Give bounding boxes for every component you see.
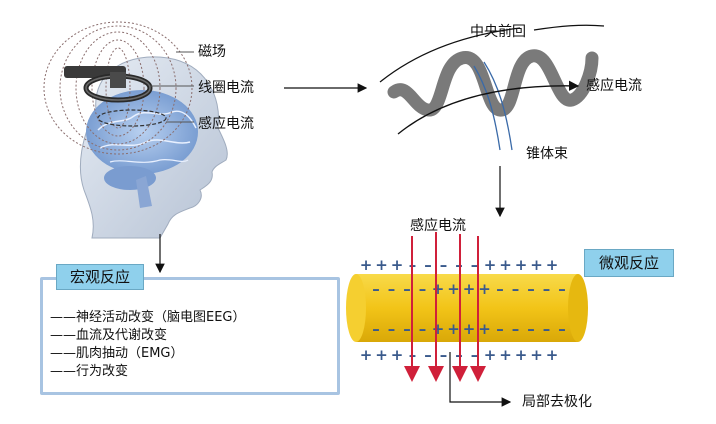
stimulation-coil <box>64 66 153 103</box>
positive-charge: + <box>360 256 373 274</box>
macro-item: ——肌肉抽动（EMG） <box>50 346 184 361</box>
negative-charge: – <box>403 320 411 338</box>
positive-charge: + <box>484 346 497 364</box>
positive-charge: + <box>391 346 404 364</box>
brainstem <box>136 176 152 208</box>
label-induced-current-axon: 感应电流 <box>410 218 466 234</box>
negative-charge: – <box>512 280 520 298</box>
negative-charge: – <box>558 280 566 298</box>
negative-charge: – <box>471 256 479 274</box>
magnetic-field-lines <box>43 21 193 155</box>
negative-charge: – <box>388 280 396 298</box>
macro-response-title: 宏观反应 <box>56 264 144 290</box>
positive-charge: + <box>391 256 404 274</box>
macro-item: ——行为改变 <box>50 364 129 379</box>
axon-segment <box>346 274 588 342</box>
label-magnetic-field: 磁场 <box>198 44 226 60</box>
positive-charge: + <box>463 320 476 338</box>
positive-charge: + <box>478 280 491 298</box>
negative-charge: – <box>496 280 504 298</box>
positive-charge: + <box>447 280 460 298</box>
negative-charge: – <box>372 280 380 298</box>
negative-charge: – <box>424 346 432 364</box>
negative-charge: – <box>496 320 504 338</box>
negative-charge: – <box>527 320 535 338</box>
positive-charge: + <box>432 280 445 298</box>
positive-charge: + <box>530 256 543 274</box>
negative-charge: – <box>558 320 566 338</box>
negative-charge: – <box>440 256 448 274</box>
negative-charge: – <box>419 320 427 338</box>
positive-charge: + <box>447 320 460 338</box>
membrane-charges: +++–––––++++++++–––––+++++––––++++––––––… <box>360 256 566 364</box>
label-induced-current-gyrus: 感应电流 <box>586 78 642 94</box>
label-coil-current: 线圈电流 <box>198 80 254 96</box>
induced-current-arrows <box>404 232 486 382</box>
negative-charge: – <box>403 280 411 298</box>
cerebellum <box>104 166 156 190</box>
positive-charge: + <box>499 346 512 364</box>
macro-item: ——神经活动改变（脑电图EEG） <box>50 310 246 325</box>
positive-charge: + <box>432 320 445 338</box>
label-local-depolarization: 局部去极化 <box>522 394 592 410</box>
positive-charge: + <box>499 256 512 274</box>
positive-charge: + <box>546 346 559 364</box>
positive-charge: + <box>546 256 559 274</box>
positive-charge: + <box>360 346 373 364</box>
positive-charge: + <box>375 346 388 364</box>
macro-response-box <box>40 277 340 395</box>
micro-response-title: 微观反应 <box>584 249 674 277</box>
induced-current-ring <box>97 109 167 127</box>
arrow-to-depolarization <box>449 352 512 407</box>
positive-charge: + <box>484 256 497 274</box>
label-pyramidal-tract: 锥体束 <box>526 146 568 162</box>
negative-charge: – <box>388 320 396 338</box>
positive-charge: + <box>530 346 543 364</box>
precentral-gyrus <box>379 24 605 151</box>
macro-item: ——血流及代谢改变 <box>50 328 168 343</box>
negative-charge: – <box>372 320 380 338</box>
positive-charge: + <box>375 256 388 274</box>
head-illustration <box>43 21 228 239</box>
negative-charge: – <box>543 320 551 338</box>
label-precentral-gyrus: 中央前回 <box>470 24 526 40</box>
positive-charge: + <box>478 320 491 338</box>
negative-charge: – <box>440 346 448 364</box>
negative-charge: – <box>543 280 551 298</box>
negative-charge: – <box>512 320 520 338</box>
macro-response-list: ——神经活动改变（脑电图EEG） ——血流及代谢改变 ——肌肉抽动（EMG） —… <box>50 309 246 381</box>
negative-charge: – <box>419 280 427 298</box>
negative-charge: – <box>471 346 479 364</box>
positive-charge: + <box>463 280 476 298</box>
label-induced-current-head: 感应电流 <box>198 116 254 132</box>
negative-charge: – <box>527 280 535 298</box>
positive-charge: + <box>515 256 528 274</box>
positive-charge: + <box>515 346 528 364</box>
negative-charge: – <box>424 256 432 274</box>
